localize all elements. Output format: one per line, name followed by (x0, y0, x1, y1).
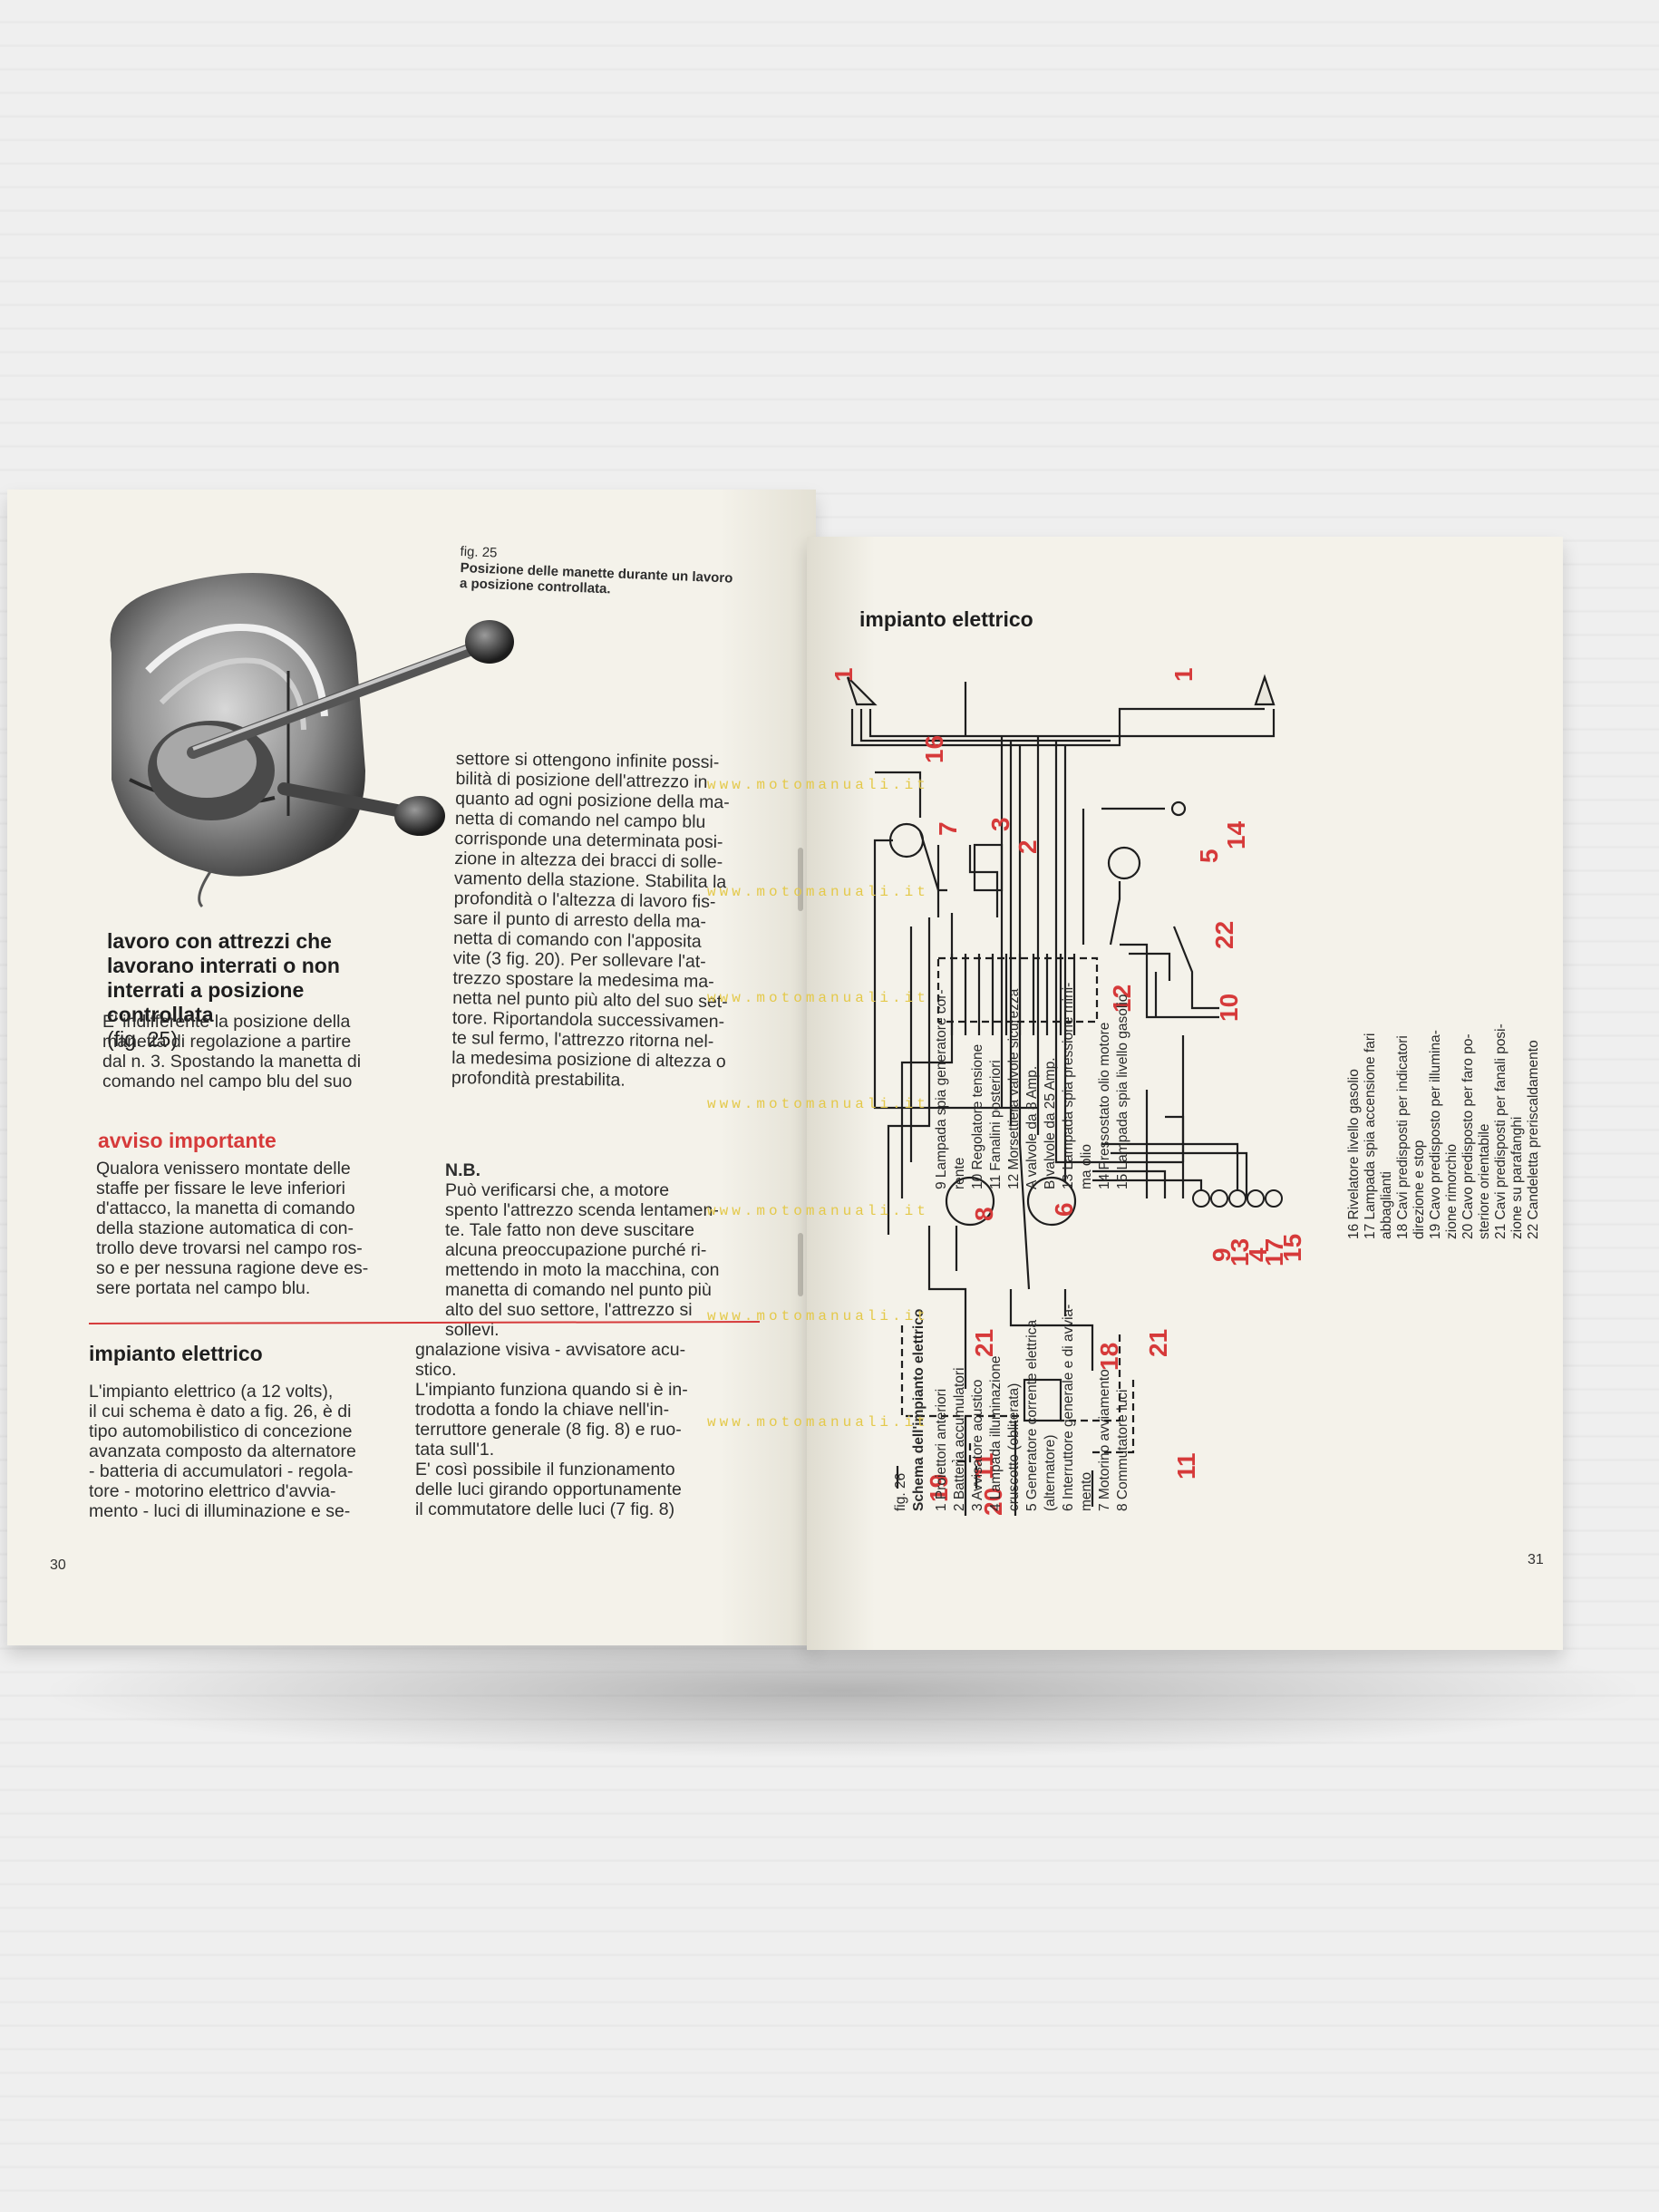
diagram-number: 11 (1172, 1452, 1200, 1480)
section-col2: gnalazione visiva - avvisatore acu- stic… (415, 1340, 688, 1519)
legend-item: 13 Lampada spia pressione mini- (1061, 982, 1076, 1189)
legend-item: 14 Pressostato olio motore (1097, 1022, 1112, 1189)
warning-paragraph: Qualora venissero montate delle staffe p… (96, 1159, 369, 1298)
diagram-number: 5 (1195, 849, 1223, 863)
diagram-number: 21 (1144, 1328, 1172, 1357)
legend-item: 1 Proiettori anteriori (934, 1388, 949, 1511)
legend-item: 20 Cavo predisposto per faro po- (1460, 1033, 1476, 1239)
legend-item: 10 Regolatore tensione (970, 1043, 985, 1189)
nb-label: N.B. (445, 1160, 480, 1180)
legend-item: B valvole da 25 Amp. (1043, 1057, 1058, 1189)
watermark-text: www.motomanuali.it (707, 1203, 929, 1219)
legend-item: 22 Candeletta preriscaldamento (1526, 1040, 1541, 1239)
watermark-text: www.motomanuali.it (707, 990, 929, 1006)
watermark-text: www.motomanuali.it (707, 1308, 929, 1324)
staple-bottom (798, 1233, 803, 1296)
watermark-text: www.motomanuali.it (707, 777, 929, 793)
legend-item: steriore orientabile (1477, 1123, 1492, 1239)
legend-item: abbaglianti (1379, 1171, 1394, 1239)
legend-item: 17 Lampada spia accensione fari (1363, 1033, 1378, 1239)
diagram-number: 2 (1014, 839, 1042, 854)
legend-item: 6 Interruttore generale e di avvia- (1061, 1304, 1076, 1511)
legend-item: zione rimorchio (1444, 1143, 1460, 1239)
section-col1: L'impianto elettrico (a 12 volts), il cu… (89, 1382, 356, 1521)
right-heading: impianto elettrico (859, 607, 1033, 631)
nb-paragraph: N.B. Può verificarsi che, a motore spent… (445, 1140, 790, 1340)
diagram-number: 10 (1215, 993, 1243, 1022)
watermark-text: www.motomanuali.it (707, 1414, 929, 1431)
legend-item: 2 Batteria accumulatori (952, 1367, 967, 1511)
warning-heading: avviso importante (98, 1129, 276, 1152)
legend-item: direzione e stop (1412, 1140, 1427, 1239)
legend-item: 8 Commutatore luci (1115, 1389, 1130, 1511)
legend-item: ma olio (1079, 1144, 1094, 1189)
diagram-number: 16 (920, 734, 948, 763)
diagram-number: 6 (1050, 1202, 1078, 1217)
nb-text: Può verificarsi che, a motore spento l'a… (445, 1180, 720, 1340)
diagram-number: 3 (986, 817, 1014, 831)
diagram-number: 1 (830, 667, 858, 682)
col1-heading-text: lavoro con attrezzi che lavorano interra… (107, 929, 340, 1026)
col1-heading-figref: (fig. 25) (107, 1027, 178, 1051)
staple-top (798, 848, 803, 911)
right-page: impianto elettrico (807, 537, 1563, 1650)
legend-item: 4 Lampada illuminazione (988, 1355, 1004, 1511)
legend-item: A valvole da 8 Amp. (1024, 1065, 1040, 1189)
legend-item: 11 Fanalini posteriori (988, 1060, 1004, 1189)
legend-item: 5 Generatore corrente elettrica (1024, 1319, 1040, 1511)
diagram-number: 22 (1210, 920, 1238, 949)
legend-item: 15 Lampada spia livello gasolio (1115, 994, 1130, 1189)
diagram-number: 8 (970, 1207, 998, 1221)
watermark-text: www.motomanuali.it (707, 1096, 929, 1112)
col1-paragraph: E' indifferente la posizione della manet… (102, 1012, 362, 1091)
fig26-label: fig. 26 (893, 1472, 908, 1511)
legend-item: (alternatore) (1043, 1434, 1058, 1511)
watermark-text: www.motomanuali.it (707, 884, 929, 900)
diagram-number: 7 (934, 821, 962, 836)
legend-item: mento (1079, 1471, 1094, 1511)
diagram-number: 21 (970, 1328, 998, 1357)
diagram-number: 15 (1278, 1233, 1306, 1262)
section-heading: impianto elettrico (89, 1342, 263, 1365)
legend-item: 18 Cavi predisposti per indicatori (1395, 1035, 1411, 1239)
diagram-number: 18 (1095, 1342, 1123, 1371)
legend-item: 21 Cavi predisposti per fanali posi- (1493, 1024, 1509, 1239)
fig26-connectors (1192, 1189, 1283, 1208)
fig25-lever-photo (110, 573, 514, 908)
legend-item: 3 Avvisatore acustico (970, 1379, 985, 1511)
fig26-wiring-diagram (846, 674, 1283, 1516)
diagram-number: 1 (1169, 667, 1198, 682)
legend-item: 7 Motorino avviamento (1097, 1369, 1112, 1511)
right-page-number: 31 (1528, 1552, 1544, 1567)
diagram-number: 14 (1222, 820, 1250, 849)
col1-heading: lavoro con attrezzi che lavorano interra… (107, 905, 397, 1052)
legend-item: rente (952, 1157, 967, 1189)
col2-paragraph: settore si ottengono infinite possi- bil… (451, 749, 730, 1091)
fig26-title: Schema dell'impianto elettrico (911, 1308, 927, 1511)
legend-item: 19 Cavo predisposto per illumina- (1428, 1030, 1443, 1239)
left-page: fig. 25 Posizione delle manette durante … (7, 490, 816, 1645)
left-page-number: 30 (50, 1557, 66, 1573)
legend-item: 9 Lampada spia generatore cor- (934, 989, 949, 1189)
legend-item: zione su parafanghi (1509, 1116, 1525, 1239)
legend-item: cruscotto (obliterata) (1006, 1382, 1022, 1511)
legend-item: 16 Rivelatore livello gasolio (1346, 1069, 1362, 1239)
legend-item: 12 Morsettiera valvole sicurezza (1006, 988, 1022, 1189)
